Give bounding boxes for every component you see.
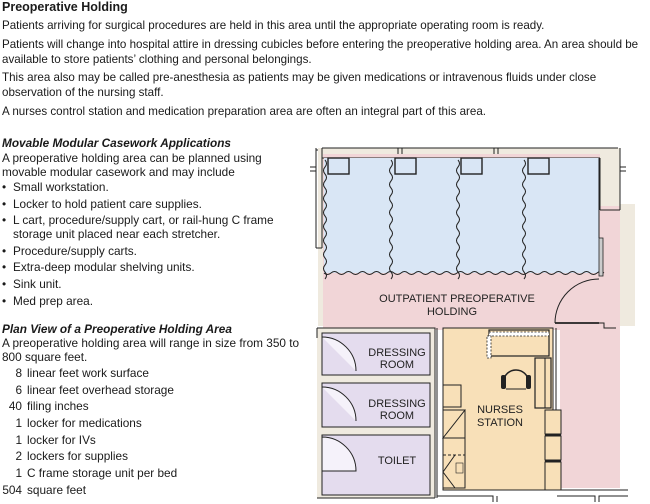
door-swing <box>321 436 357 472</box>
list-item: •Procedure/supply carts. <box>2 243 137 258</box>
counter-edge <box>486 335 492 359</box>
headwall-unit <box>527 157 550 175</box>
spec-label: linear feet overhead storage <box>27 382 174 397</box>
curtain <box>456 159 460 280</box>
spec-item: 40 filing inches <box>0 399 177 413</box>
wall-line <box>436 328 628 502</box>
plan-view-intro: A preoperative holding area will range i… <box>2 336 300 364</box>
list-item: •Sink unit. <box>2 276 62 291</box>
spec-label: filing inches <box>27 399 89 414</box>
spec-label: lockers for supplies <box>27 449 128 464</box>
list-item: •Med prep area. <box>2 293 94 308</box>
spec-label: linear feet work surface <box>27 366 149 380</box>
spec-item: 6 linear feet overhead storage <box>0 383 177 397</box>
list-item: •Small workstation. <box>2 180 109 194</box>
wall-line <box>599 322 616 329</box>
paragraph-3: This area also may be called pre-anesthe… <box>2 71 597 99</box>
casework-list: •Small workstation. •Locker to hold pati… <box>0 180 305 310</box>
bullet-icon: • <box>2 260 7 275</box>
spec-qty: 1 <box>15 466 22 481</box>
nurses-station-label: STATION <box>477 417 523 429</box>
cabinet <box>544 435 562 461</box>
paragraph-1: Patients arriving for surgical procedure… <box>2 19 545 32</box>
spec-item: 8 linear feet work surface <box>0 366 177 380</box>
locker-x <box>442 454 456 489</box>
spec-label: locker for medications <box>27 416 142 431</box>
spec-qty: 1 <box>15 432 22 447</box>
holding-label: HOLDING <box>427 306 477 318</box>
bullet-icon: • <box>2 243 7 258</box>
paragraph-2: Patients will change into hospital attir… <box>2 38 639 66</box>
spec-item: 1 locker for IVs <box>0 433 177 447</box>
list-item: •Extra-deep modular shelving units. <box>2 260 195 275</box>
cabinet <box>544 409 562 435</box>
spec-item: 2 lockers for supplies <box>0 449 177 463</box>
curtain <box>522 159 526 280</box>
dressing-room-label: ROOM <box>380 359 414 371</box>
toilet-label: TOILET <box>378 455 417 467</box>
headwall-unit <box>394 157 417 175</box>
spec-item: 1 locker for medications <box>0 416 177 430</box>
spec-item: 504 square feet <box>0 483 177 497</box>
door-swing <box>321 336 357 372</box>
bullet-icon: • <box>2 213 7 228</box>
spec-qty: 504 <box>2 482 22 497</box>
curtain <box>323 271 605 275</box>
headwall-unit <box>327 157 350 175</box>
page-title: Preoperative Holding <box>2 0 128 14</box>
cubicle-area <box>324 158 599 273</box>
dressing-room-label: DRESSING <box>368 347 425 359</box>
headwall-unit <box>460 157 483 175</box>
paragraph-4: A nurses control station and medication … <box>2 105 487 118</box>
spec-list: 8 linear feet work surface 6 linear feet o… <box>0 366 177 500</box>
counter-edge <box>488 331 550 337</box>
chair-icon <box>501 369 531 390</box>
holding-strip <box>560 330 620 488</box>
spec-item: 1 C frame storage unit per bed <box>0 466 177 480</box>
spec-label: locker for IVs <box>27 432 96 447</box>
plan-view-heading: Plan View of a Preoperative Holding Area <box>2 322 232 336</box>
dressing-room-label: ROOM <box>380 410 414 422</box>
spec-label: C frame storage unit per bed <box>27 466 178 481</box>
list-item: •Locker to hold patient care supplies. <box>2 196 202 211</box>
counter-return <box>534 357 552 409</box>
door-swing <box>321 386 357 422</box>
sink-icon <box>455 462 464 474</box>
bullet-icon: • <box>2 293 7 308</box>
spec-qty: 8 <box>15 366 22 380</box>
list-item: •L cart, procedure/supply cart, or rail-… <box>2 213 274 242</box>
holding-label: OUTPATIENT PREOPERATIVE <box>379 293 535 305</box>
spec-label: square feet <box>27 482 87 497</box>
spec-qty: 2 <box>15 449 22 464</box>
curtain <box>323 159 327 280</box>
dressing-room-label: DRESSING <box>368 398 425 410</box>
bullet-icon: • <box>2 276 7 291</box>
cabinet <box>442 384 462 408</box>
curtain <box>389 159 393 280</box>
wall-line <box>316 327 436 499</box>
bullet-icon: • <box>2 196 7 211</box>
door-swing <box>554 278 600 324</box>
casework-intro: A preoperative holding area can be plann… <box>2 151 262 179</box>
spec-qty: 40 <box>8 399 22 414</box>
cabinet <box>544 461 562 491</box>
bullet-icon: • <box>2 180 7 194</box>
door-frame <box>598 237 604 277</box>
spec-qty: 1 <box>15 416 22 431</box>
curtains <box>323 159 605 280</box>
nurses-station-label: NURSES <box>477 404 523 416</box>
spec-qty: 6 <box>15 382 22 397</box>
casework-heading: Movable Modular Casework Applications <box>2 136 231 150</box>
